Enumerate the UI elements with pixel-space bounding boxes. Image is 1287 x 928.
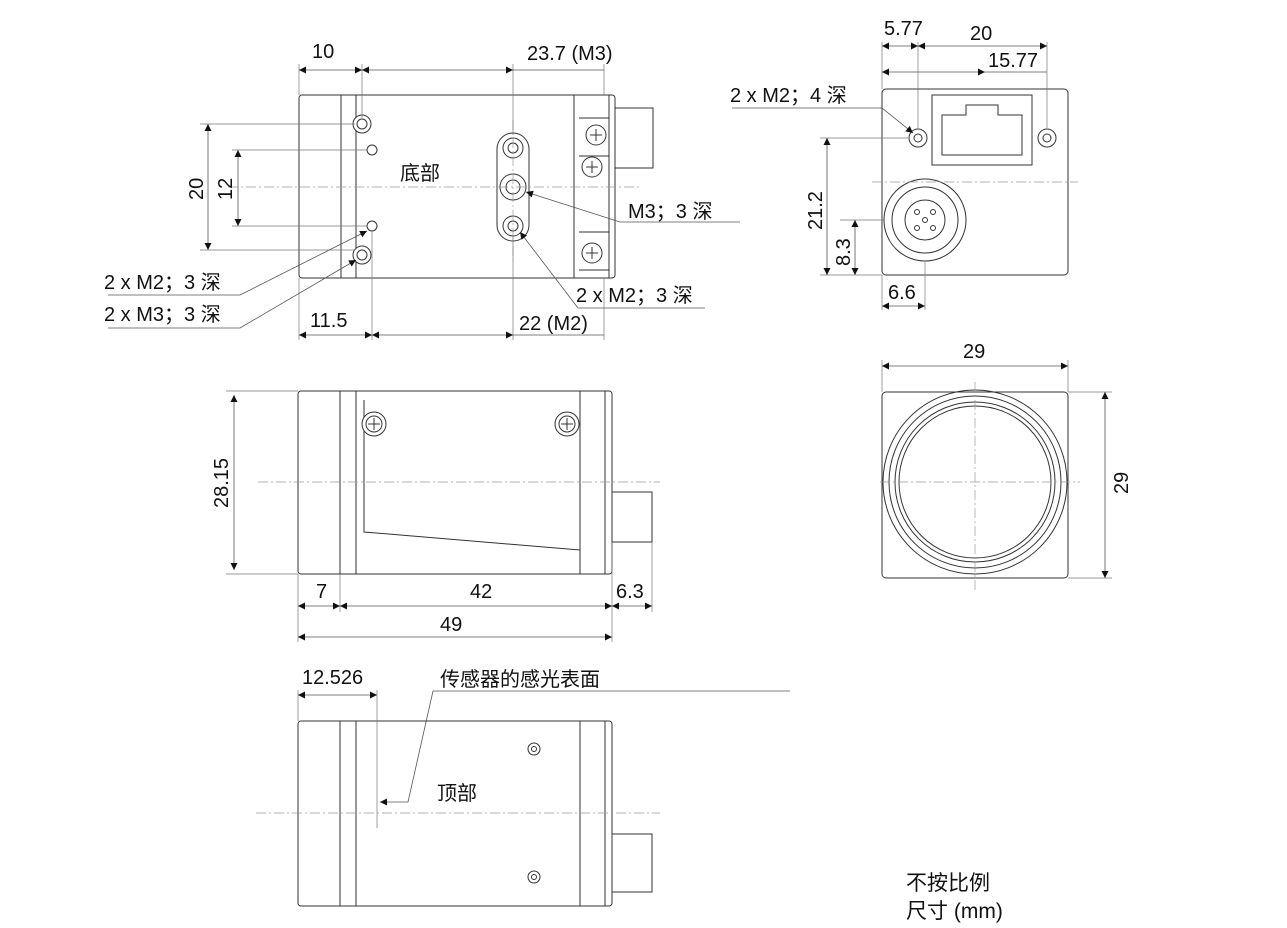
bottom-view-title: 底部 bbox=[400, 162, 440, 185]
dim-28-15: 28.15 bbox=[211, 458, 233, 508]
top-view-title: 顶部 bbox=[437, 782, 477, 805]
callout-2xm2-3deep: 2 x M2；3 深 bbox=[104, 271, 221, 294]
screw-icon bbox=[585, 124, 607, 146]
top-body-outline bbox=[297, 720, 613, 907]
callout-2xm2-4deep: 2 x M2；4 深 bbox=[730, 84, 847, 107]
screw-icon bbox=[581, 242, 603, 264]
dim-12-526: 12.526 bbox=[302, 667, 363, 689]
dim-49: 49 bbox=[440, 614, 462, 636]
dim-29-width: 29 bbox=[963, 341, 985, 363]
bottom-body-outline bbox=[298, 94, 616, 279]
dim-21-2: 21.2 bbox=[805, 191, 827, 230]
callout-m3-3deep: M3；3 深 bbox=[628, 200, 712, 223]
dim-29-height: 29 bbox=[1111, 472, 1133, 494]
bottom-connector bbox=[615, 107, 654, 169]
dim-22-m2: 22 (M2) bbox=[519, 313, 588, 335]
screw-icon bbox=[581, 156, 603, 178]
side-view: 28.15 7 42 6.3 49 bbox=[211, 390, 660, 642]
dim-5-77: 5.77 bbox=[884, 18, 923, 40]
dim-6-3: 6.3 bbox=[616, 581, 644, 603]
dim-20-vertical: 20 bbox=[186, 178, 208, 200]
top-view: 12.526 传感器的感光表面 顶部 bbox=[256, 667, 790, 907]
dim-11-5: 11.5 bbox=[310, 310, 347, 332]
dim-12-vertical: 12 bbox=[215, 178, 237, 200]
callout-2xm3-3deep: 2 x M3；3 深 bbox=[104, 303, 221, 326]
top-connector bbox=[612, 833, 653, 893]
callout-m2-3deep: 2 x M2；3 深 bbox=[576, 284, 693, 307]
screw-icon bbox=[554, 411, 580, 437]
callout-sensor-surface: 传感器的感光表面 bbox=[440, 668, 600, 691]
dim-6-6: 6.6 bbox=[888, 282, 916, 304]
rj45-socket-icon bbox=[941, 104, 1023, 156]
notes: 不按比例 尺寸 (mm) bbox=[906, 872, 1003, 923]
side-connector bbox=[612, 491, 653, 543]
note-units: 尺寸 (mm) bbox=[906, 900, 1003, 923]
dim-8-3: 8.3 bbox=[833, 238, 855, 266]
bottom-view: 10 23.7 (M3) 20 12 底部 M3；3 深 2 x M2；3 深 … bbox=[104, 41, 740, 340]
dim-42: 42 bbox=[470, 581, 492, 603]
ethernet-port bbox=[931, 94, 1033, 166]
side-body-outline bbox=[297, 390, 613, 575]
dim-20: 20 bbox=[970, 23, 992, 45]
screw-icon bbox=[361, 411, 387, 437]
dim-10: 10 bbox=[312, 41, 334, 63]
m2-hole bbox=[366, 144, 378, 156]
back-view: 5.77 20 15.77 2 x M2；4 深 21.2 8.3 6.6 bbox=[730, 18, 1078, 310]
dim-15-77: 15.77 bbox=[988, 50, 1038, 72]
note-not-to-scale: 不按比例 bbox=[906, 872, 990, 895]
m2-hole bbox=[366, 220, 378, 232]
front-view: 29 29 bbox=[880, 341, 1133, 590]
dim-23-7: 23.7 (M3) bbox=[527, 43, 613, 65]
dim-7: 7 bbox=[316, 581, 327, 603]
